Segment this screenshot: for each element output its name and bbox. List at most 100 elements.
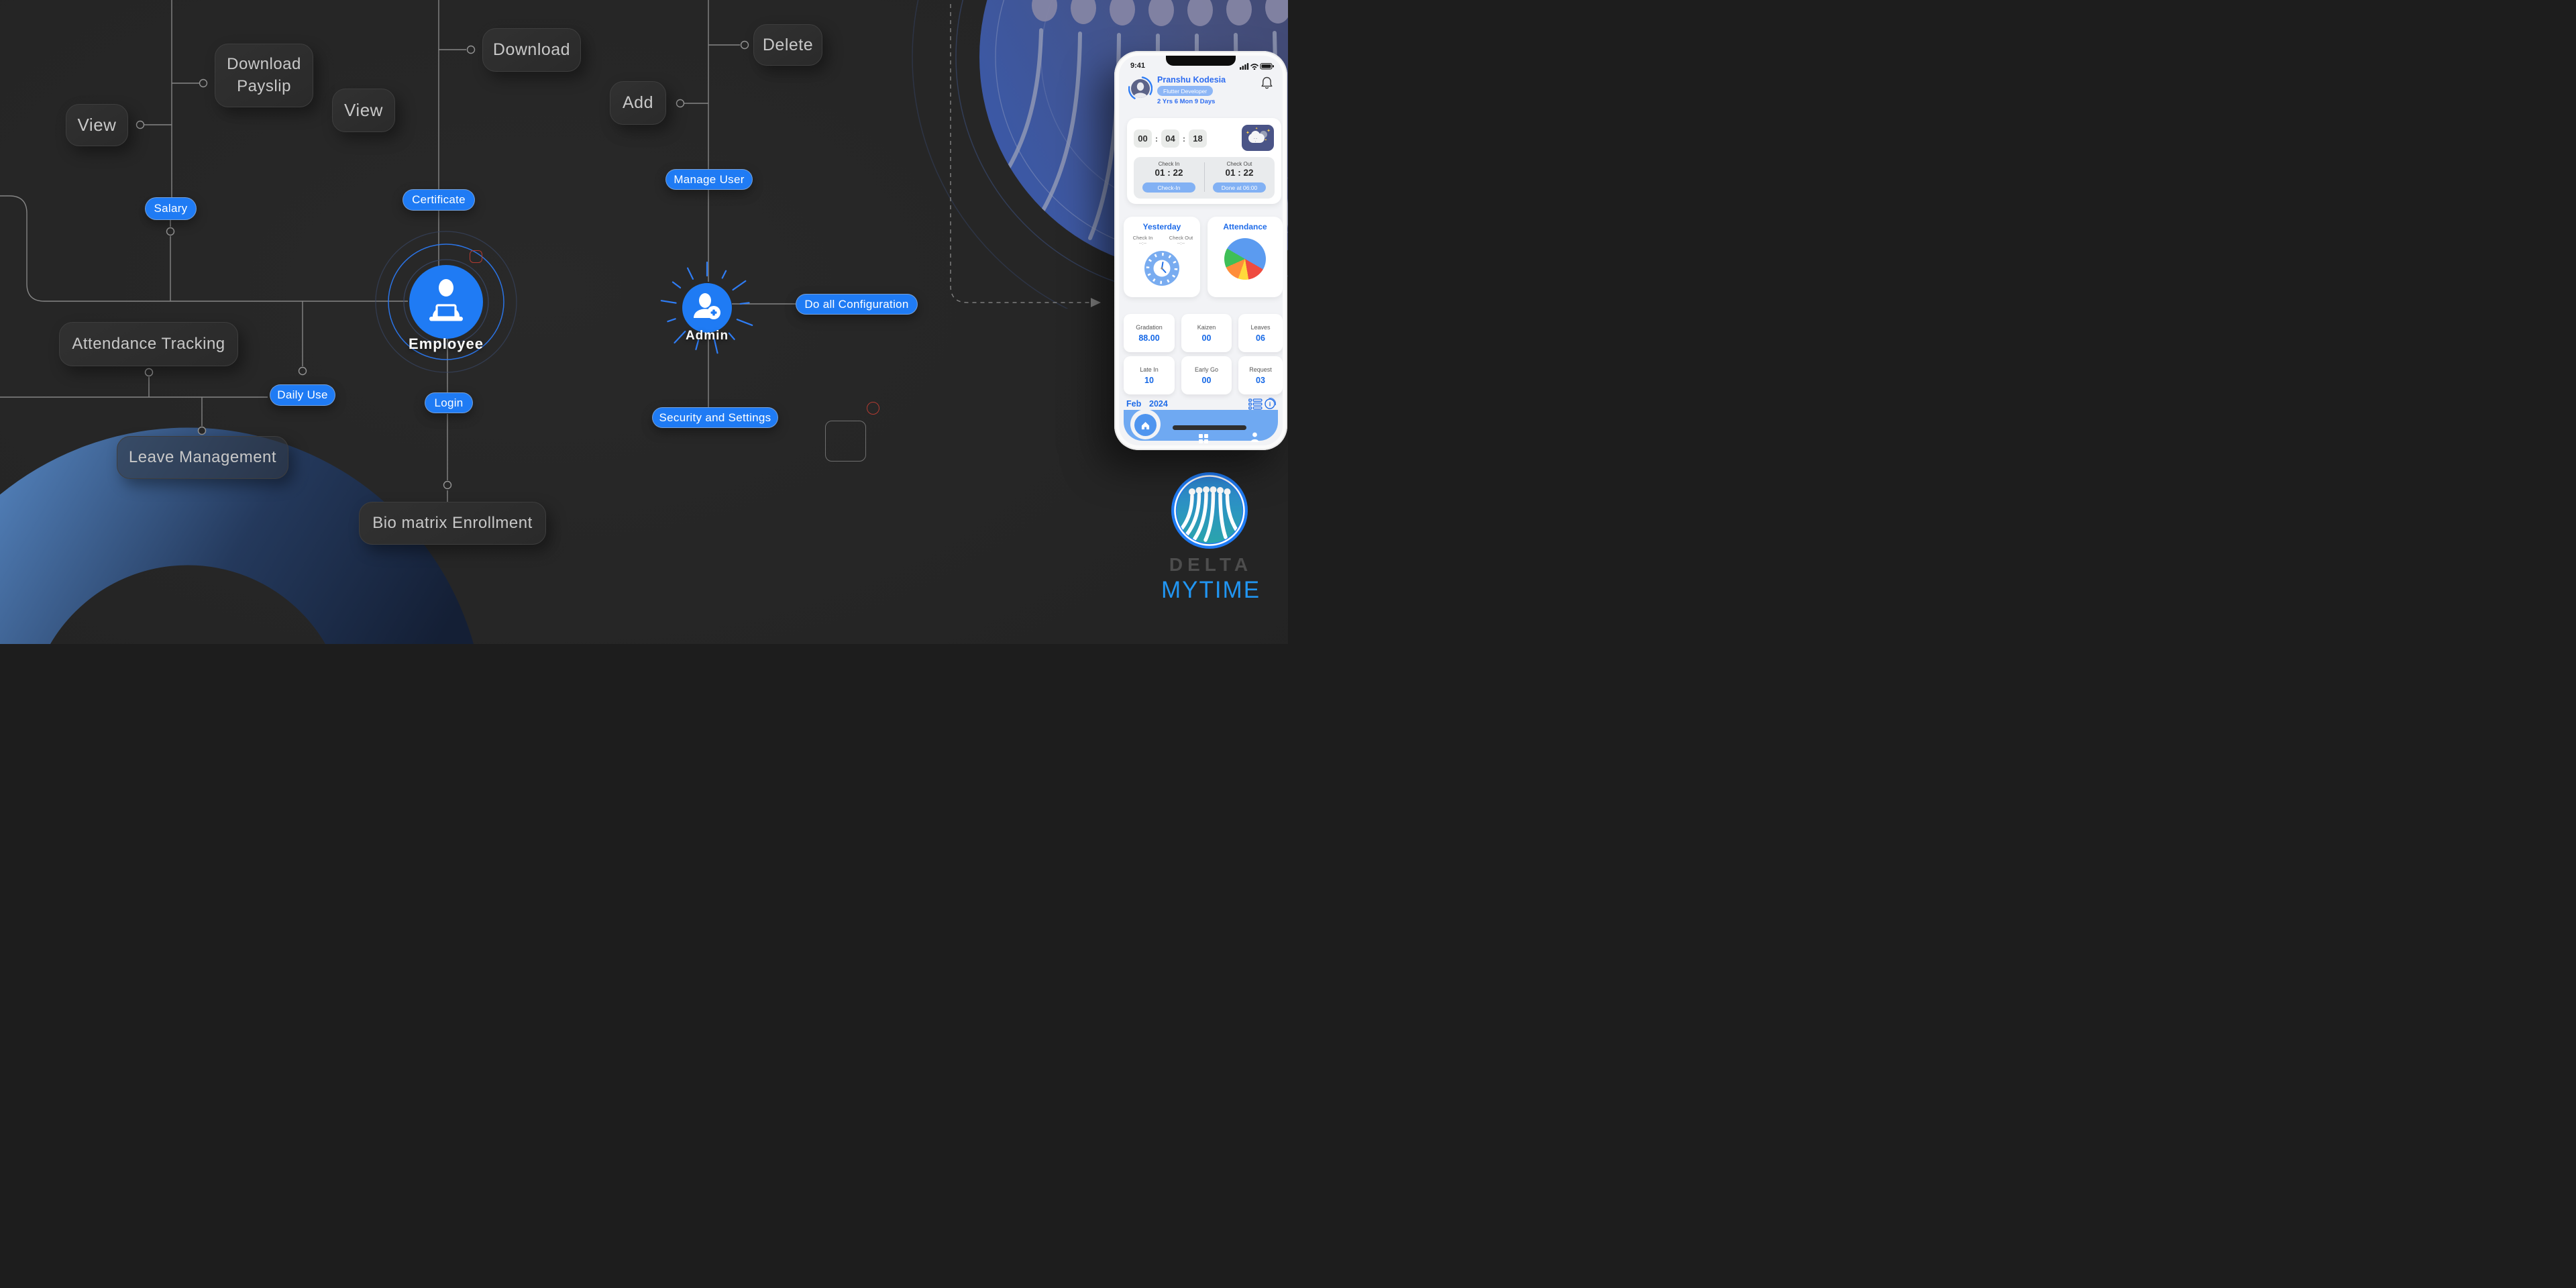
pill-daily-use: Daily Use — [270, 384, 335, 406]
box-label: Download — [492, 40, 571, 59]
night-cloud-icon: ✦ ✦ ✦ ✦ ˘˳˘ — [1242, 125, 1274, 151]
brand-name-delta: DELTA — [1169, 554, 1253, 575]
timer-card: 00 : 04 : 18 ✦ ✦ ✦ ✦ ˘˳˘ — [1127, 118, 1281, 204]
box-add-user: Add — [610, 81, 666, 125]
employee-label: Employee — [409, 335, 484, 352]
employee-red-marker — [470, 250, 482, 263]
phone-screen: 9:41 — [1119, 56, 1283, 445]
box-label: Leave Management — [128, 448, 277, 466]
today-check-card: Check In 01 : 22 Check-In Check Out 01 :… — [1134, 157, 1275, 199]
attendance-pie-chart — [1224, 238, 1266, 280]
status-icons — [1240, 62, 1274, 70]
box-download-certificate: Download — [482, 28, 581, 72]
arrow-head-icon — [1091, 298, 1101, 307]
attendance-title: Attendance — [1223, 222, 1267, 231]
check-in-button[interactable]: Check-In — [1142, 182, 1195, 193]
admin-add-user-icon — [694, 293, 720, 319]
box-view-payslip: View — [66, 104, 128, 146]
y-check-out-label: Check Out — [1169, 235, 1193, 241]
box-bio-matrix-enrollment: Bio matrix Enrollment — [359, 502, 546, 545]
pill-label: Security and Settings — [659, 411, 771, 424]
admin-label: Admin — [685, 329, 729, 343]
brand-name-mytime: MYTIME — [1161, 577, 1261, 603]
pill-manage-user: Manage User — [665, 169, 753, 190]
signal-icon — [1240, 63, 1249, 70]
home-indicator[interactable] — [1173, 425, 1246, 430]
timer-minutes: 04 — [1161, 129, 1179, 148]
box-label: Delete — [762, 35, 814, 54]
avatar-arc-icon — [1128, 76, 1152, 99]
timer-colon: : — [1183, 133, 1185, 144]
employee-orbit-rings — [375, 231, 517, 373]
employee-node — [409, 265, 483, 339]
attendance-card: Attendance — [1208, 217, 1283, 297]
bottom-left-ring-decoration — [0, 427, 474, 644]
calendar-month[interactable]: Feb — [1126, 399, 1142, 409]
empty-frame-marker — [825, 421, 866, 462]
yesterday-title: Yesterday — [1142, 222, 1181, 231]
timer-seconds: 18 — [1189, 129, 1207, 148]
home-icon — [1141, 421, 1150, 429]
pill-label: Salary — [154, 202, 188, 215]
profile-tenure: 2 Yrs 6 Mon 9 Days — [1157, 98, 1216, 105]
y-check-in-label: Check In — [1132, 235, 1153, 241]
person-icon[interactable] — [1250, 432, 1260, 443]
bell-icon[interactable] — [1261, 76, 1273, 90]
battery-icon — [1260, 62, 1274, 70]
y-check-out-value: --:-- — [1177, 241, 1185, 246]
clock-gauge-icon — [1144, 251, 1179, 286]
profile-role-badge: Flutter Developer — [1157, 86, 1214, 96]
box-download-payslip: Download Payslip — [215, 44, 313, 107]
check-out-label: Check Out — [1226, 161, 1252, 167]
pill-certificate: Certificate — [402, 189, 475, 211]
box-label: View — [344, 100, 383, 120]
poster-canvas: View Download Payslip View Download Dele… — [0, 0, 1288, 644]
home-button[interactable] — [1134, 414, 1157, 436]
pill-label: Manage User — [674, 172, 745, 186]
pill-do-all-configuration: Do all Configuration — [796, 294, 918, 315]
connector-lines — [0, 0, 1101, 502]
y-check-in-value: --:-- — [1138, 241, 1147, 246]
box-leave-management: Leave Management — [117, 436, 288, 479]
delta-logo — [1171, 472, 1248, 549]
calendar-year[interactable]: 2024 — [1149, 399, 1168, 409]
box-delete-user: Delete — [753, 24, 822, 66]
pill-label: Daily Use — [277, 388, 328, 401]
box-label: Bio matrix Enrollment — [372, 514, 533, 532]
avatar — [1128, 76, 1152, 101]
box-label: Add — [623, 93, 653, 112]
timer-colon: : — [1155, 133, 1158, 144]
pill-login: Login — [425, 392, 473, 413]
grid-icon[interactable] — [1199, 434, 1208, 443]
pill-security-and-settings: Security and Settings — [652, 407, 778, 428]
status-time: 9:41 — [1130, 62, 1146, 70]
wifi-icon — [1250, 63, 1258, 68]
check-out-status-button[interactable]: Done at 06:00 — [1213, 182, 1266, 193]
pill-salary: Salary — [145, 197, 197, 220]
info-icon[interactable]: i — [1264, 398, 1276, 410]
box-attendance-tracking: Attendance Tracking — [59, 322, 238, 366]
red-circle-marker — [867, 402, 879, 415]
pill-label: Do all Configuration — [804, 297, 909, 311]
box-label: Attendance Tracking — [72, 335, 225, 353]
check-in-label: Check In — [1158, 161, 1180, 167]
check-out-time: 01 : 22 — [1225, 168, 1254, 178]
profile-name: Pranshu Kodesia — [1157, 75, 1226, 85]
dashed-flow-arrow — [950, 4, 1091, 303]
list-icon[interactable] — [1248, 398, 1263, 410]
employee-at-laptop-icon — [429, 279, 463, 321]
box-view-certificate: View — [332, 89, 395, 132]
pill-label: Certificate — [412, 193, 466, 206]
phone-notch — [1166, 56, 1236, 66]
pill-label: Login — [434, 396, 464, 409]
timer-hours: 00 — [1134, 129, 1152, 148]
yesterday-card: Yesterday Check In Check Out --:-- --:-- — [1124, 217, 1200, 297]
box-label: Download Payslip — [227, 55, 301, 95]
phone-mockup: 9:41 — [1114, 51, 1287, 450]
